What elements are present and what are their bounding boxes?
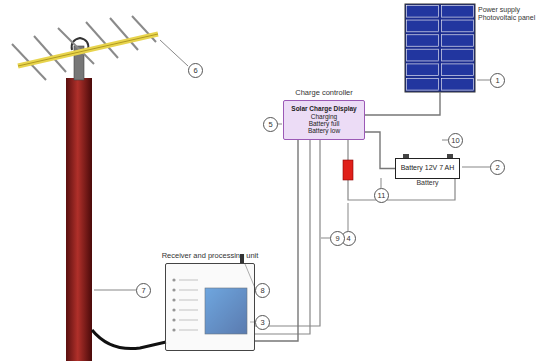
node-text: Battery low <box>308 127 340 134</box>
fuse <box>343 160 353 180</box>
antenna-boom-edge <box>18 34 158 66</box>
node-heading: Receiver and processing unit <box>162 252 259 261</box>
antenna-elements <box>12 16 156 80</box>
callout-number: 2 <box>490 160 505 175</box>
antenna-pole <box>66 78 92 361</box>
leader-lines <box>94 40 490 322</box>
node-heading: Power supply Photovoltaic panel <box>478 6 536 22</box>
node-heading: Charge controller <box>295 89 353 98</box>
callout-number: 5 <box>263 117 278 132</box>
node-text: Battery 12V 7 AH <box>401 164 455 172</box>
wires <box>255 135 455 334</box>
wire <box>365 132 395 169</box>
battery-box: Battery 12V 7 AHBattery <box>395 158 460 179</box>
solar-panel-box: Power supply Photovoltaic panel <box>405 4 475 92</box>
callout-number: 8 <box>255 283 270 298</box>
callout-number: 6 <box>188 63 203 78</box>
node-text: Charging <box>311 113 337 120</box>
callout-number: 11 <box>374 188 389 203</box>
node-heading: Battery <box>416 179 438 187</box>
callout-number: 9 <box>330 231 345 246</box>
wire <box>255 140 298 341</box>
node-text: Solar Charge Display <box>291 105 356 112</box>
node-text: Battery full <box>309 120 340 127</box>
charge-controller: Charge controllerSolar Charge DisplayCha… <box>283 100 365 140</box>
callout-number: 3 <box>255 315 270 330</box>
callout-number: 10 <box>448 133 463 148</box>
coax-cable <box>92 330 166 349</box>
antenna-boom <box>18 34 158 66</box>
callout-number: 1 <box>490 73 505 88</box>
wire <box>365 92 440 115</box>
receiver-unit: Receiver and processing unit <box>165 263 255 351</box>
solar-panel <box>405 4 475 92</box>
callout-number: 7 <box>136 283 151 298</box>
